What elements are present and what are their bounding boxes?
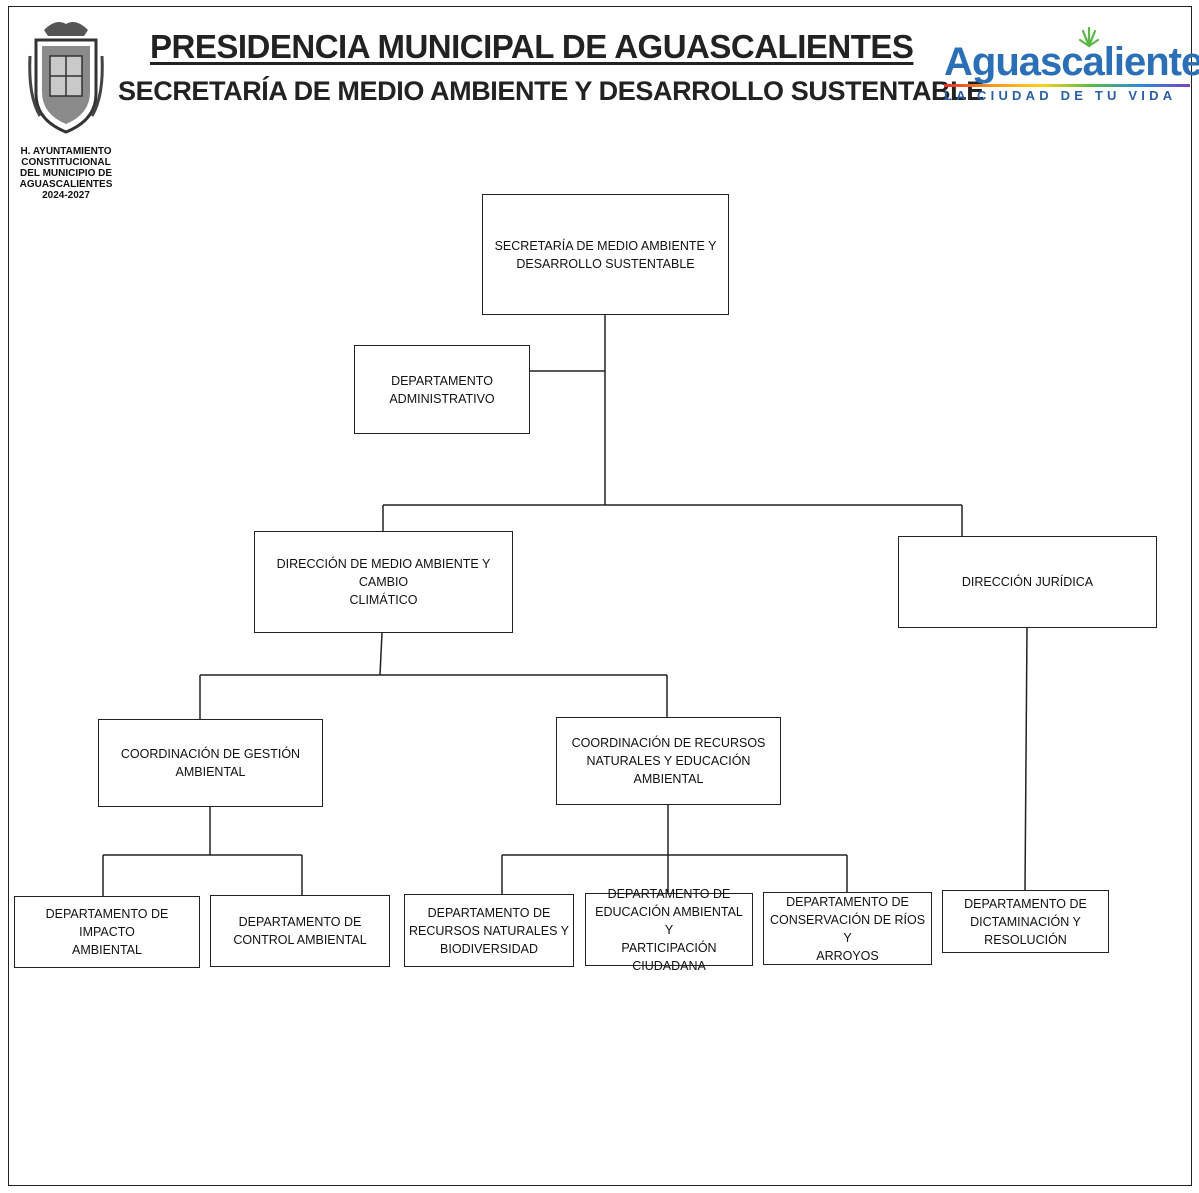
box-label: DEPARTAMENTO ADMINISTRATIVO: [389, 373, 495, 406]
box-coordinacion-gestion-ambiental: COORDINACIÓN DE GESTIÓN AMBIENTAL: [98, 719, 323, 807]
crest-caption-line: DEL MUNICIPIO DE: [19, 168, 113, 179]
box-departamento-educacion-ambiental: DEPARTAMENTO DE EDUCACIÓN AMBIENTAL Y PA…: [585, 887, 753, 973]
crest-caption-line: 2024-2027: [42, 190, 90, 201]
box-departamento-impacto-ambiental: DEPARTAMENTO DE IMPACTO AMBIENTAL: [14, 896, 200, 968]
box-label: DEPARTAMENTO DE RECURSOS NATURALES Y BIO…: [409, 905, 569, 956]
box-departamento-recursos-naturales: DEPARTAMENTO DE RECURSOS NATURALES Y BIO…: [404, 894, 574, 967]
crest-caption-line: H. AYUNTAMIENTO: [20, 146, 112, 157]
box-direccion-juridica: DIRECCIÓN JURÍDICA: [898, 536, 1157, 628]
box-label: DIRECCIÓN JURÍDICA: [961, 575, 1094, 589]
box-label: COORDINACIÓN DE GESTIÓN AMBIENTAL: [120, 747, 301, 779]
crest-caption-line: CONSTITUCIONAL: [21, 157, 111, 168]
box-label: SECRETARÍA DE MEDIO AMBIENTE Y DESARROLL…: [494, 238, 717, 271]
brand-tagline: LA CIUDAD DE TU VIDA: [944, 88, 1177, 103]
brand-name: Aguascalientes: [944, 40, 1199, 84]
sun-burst-icon: [1078, 26, 1100, 48]
box-direccion-medio-ambiente: DIRECCIÓN DE MEDIO AMBIENTE Y CAMBIO CLI…: [254, 531, 513, 633]
box-label: DEPARTAMENTO DE DICTAMINACIÓN Y RESOLUCI…: [964, 896, 1087, 947]
box-departamento-control-ambiental: DEPARTAMENTO DE CONTROL AMBIENTAL: [210, 895, 390, 967]
box-departamento-conservacion-rios: DEPARTAMENTO DE CONSERVACIÓN DE RÍOS Y A…: [763, 892, 932, 965]
box-label: DIRECCIÓN DE MEDIO AMBIENTE Y CAMBIO CLI…: [276, 557, 491, 607]
connector-juridica-down: [1024, 627, 1028, 891]
municipal-crest-icon: [28, 22, 104, 134]
box-label: DEPARTAMENTO DE IMPACTO AMBIENTAL: [45, 907, 169, 957]
box-label: DEPARTAMENTO DE CONTROL AMBIENTAL: [233, 915, 367, 947]
city-logo: Aguascalientes LA CIUDAD DE TU VIDA: [944, 26, 1199, 106]
brand-rainbow-stripe: [944, 84, 1190, 87]
crest-caption: H. AYUNTAMIENTO CONSTITUCIONAL DEL MUNIC…: [4, 146, 128, 201]
box-label: DEPARTAMENTO DE CONSERVACIÓN DE RÍOS Y A…: [769, 894, 926, 963]
box-departamento-administrativo: DEPARTAMENTO ADMINISTRATIVO: [354, 345, 530, 434]
connector-direccion-ma-down: [379, 632, 383, 676]
crest-caption-line: AGUASCALIENTES: [19, 179, 113, 190]
page-frame: [8, 6, 1192, 1186]
box-departamento-dictaminacion: DEPARTAMENTO DE DICTAMINACIÓN Y RESOLUCI…: [942, 890, 1109, 953]
page-subtitle: SECRETARÍA DE MEDIO AMBIENTE Y DESARROLL…: [118, 76, 984, 106]
box-label: DEPARTAMENTO DE EDUCACIÓN AMBIENTAL Y PA…: [595, 886, 743, 973]
page-title: PRESIDENCIA MUNICIPAL DE AGUASCALIENTES: [150, 28, 914, 65]
box-coordinacion-recursos-naturales: COORDINACIÓN DE RECURSOS NATURALES Y EDU…: [556, 717, 781, 805]
box-label: COORDINACIÓN DE RECURSOS NATURALES Y EDU…: [571, 736, 766, 786]
box-secretaria: SECRETARÍA DE MEDIO AMBIENTE Y DESARROLL…: [482, 194, 729, 315]
